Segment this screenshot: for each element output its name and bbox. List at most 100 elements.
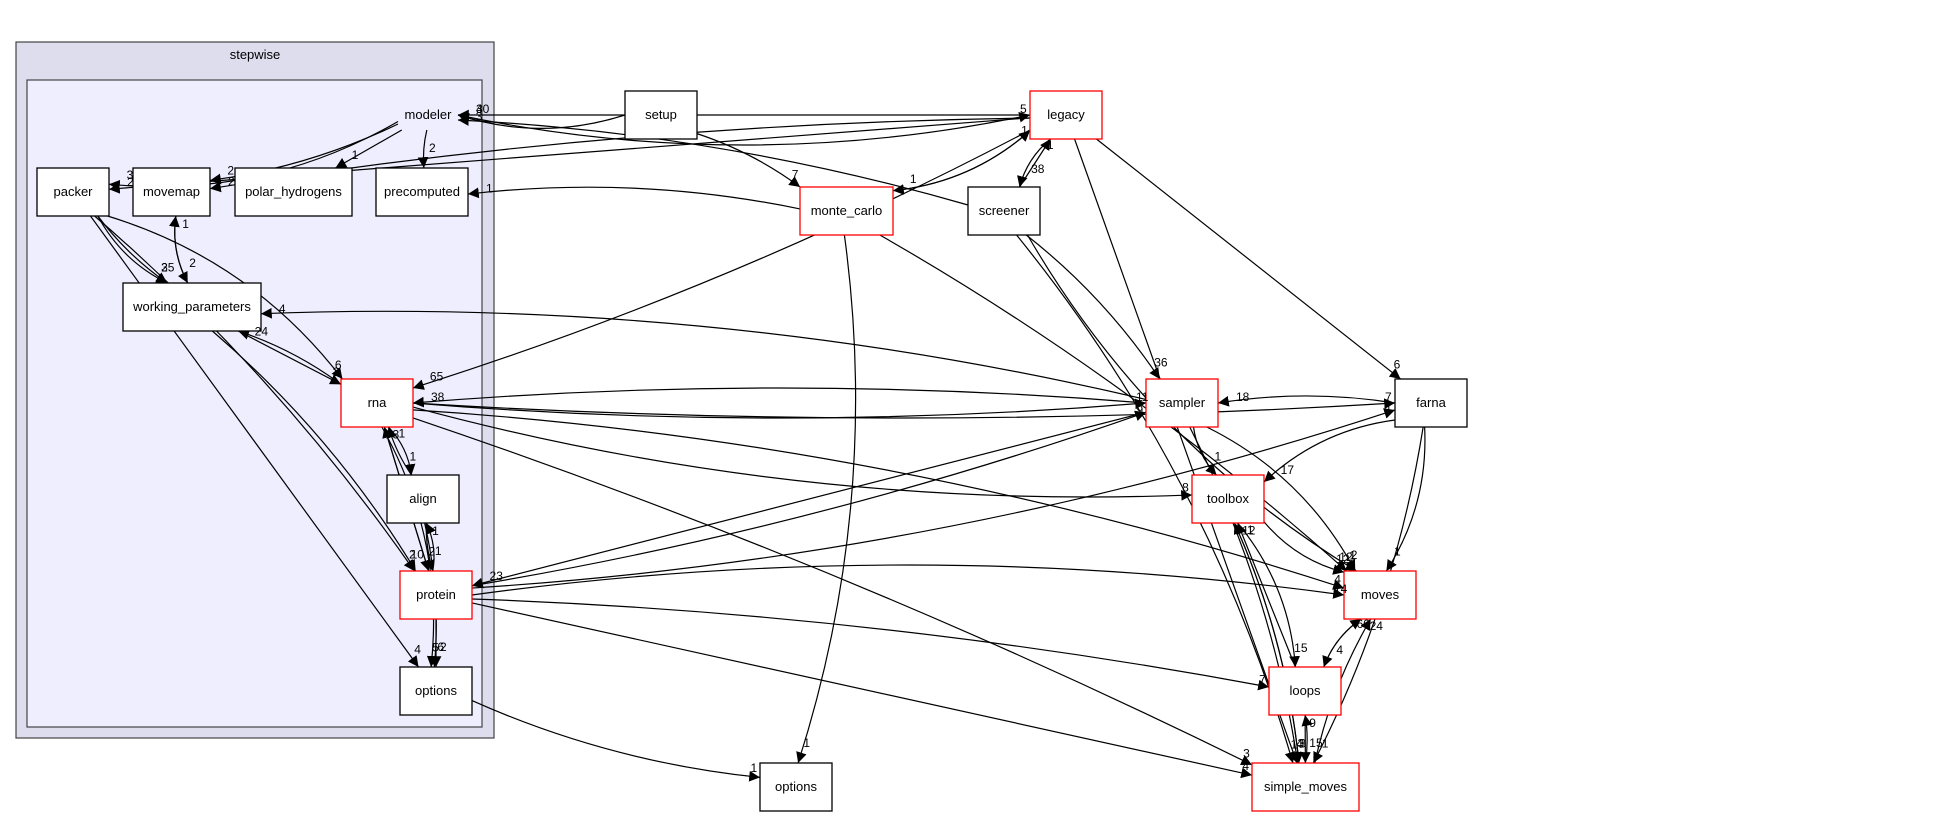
edge-label: 4 — [1336, 643, 1343, 657]
edge-protein-to-sampler[interactable] — [471, 410, 1147, 587]
node-options-inner[interactable]: options — [399, 666, 473, 716]
node-sampler[interactable]: sampler — [1145, 378, 1219, 428]
edge-simple_moves-to-loops[interactable] — [1301, 714, 1313, 764]
edge-label: 24 — [255, 324, 269, 338]
edge-label: 6 — [437, 640, 444, 654]
edge-label: 24 — [1370, 619, 1384, 633]
node-packer[interactable]: packer — [36, 167, 110, 217]
edge-packer-to-working_parameters[interactable] — [97, 215, 168, 284]
edge-monte_carlo-to-options_outer[interactable] — [796, 234, 857, 764]
edge-protein-to-moves[interactable] — [471, 564, 1345, 599]
edge-packer-to-options_inner[interactable] — [89, 215, 420, 668]
edge-sampler-to-working_parameters[interactable] — [260, 307, 1147, 401]
edge-rna-to-sampler[interactable] — [412, 398, 1147, 419]
edge-label: 3 — [476, 109, 483, 123]
edge-rna-to-simple_moves[interactable] — [412, 417, 1253, 766]
edge-label: 38 — [431, 390, 445, 404]
edge-screener-to-legacy[interactable] — [1018, 138, 1052, 188]
edge-rna-to-options_inner[interactable] — [381, 426, 438, 668]
edge-working_parameters-to-protein[interactable] — [211, 330, 417, 572]
node-box — [399, 666, 473, 716]
node-screener[interactable]: screener — [967, 186, 1041, 236]
edge-toolbox-to-moves[interactable] — [1263, 521, 1345, 575]
edge-farna-to-sampler[interactable] — [1217, 395, 1396, 407]
edge-label: 1 — [1322, 737, 1329, 751]
edge-toolbox-to-loops[interactable] — [1237, 522, 1300, 668]
node-label: movemap — [143, 184, 200, 199]
node-label: moves — [1361, 587, 1400, 602]
edge-protein-to-loops[interactable] — [471, 598, 1270, 691]
node-polar-hydrogens[interactable]: polar_hydrogens — [234, 167, 353, 217]
edge-sampler-to-simple_moves[interactable] — [1189, 426, 1302, 764]
edge-monte_carlo-to-legacy[interactable] — [892, 130, 1031, 192]
edge-monte_carlo-to-precomputed[interactable] — [467, 186, 801, 210]
edge-rna-to-working_parameters[interactable] — [238, 329, 342, 385]
edge-options_inner-to-options_outer[interactable] — [471, 700, 761, 782]
node-movemap[interactable]: movemap — [132, 167, 211, 217]
edge-simple_moves-to-toolbox[interactable] — [1233, 522, 1300, 764]
node-box — [234, 167, 353, 217]
edge-label: 3 — [1299, 736, 1306, 750]
edge-legacy-to-farna[interactable] — [1096, 138, 1401, 380]
edge-label: 2 — [333, 365, 340, 379]
edge-label: 10 — [411, 547, 425, 561]
node-working-parameters[interactable]: working_parameters — [122, 282, 262, 332]
node-label: working_parameters — [132, 299, 251, 314]
edge-modeler-to-movemap[interactable] — [209, 123, 399, 185]
edge-legacy-to-rna[interactable] — [412, 129, 1031, 390]
node-simple-moves[interactable]: simple_moves — [1251, 762, 1360, 812]
edge-sampler-to-protein[interactable] — [471, 411, 1147, 589]
node-align[interactable]: align — [386, 474, 460, 524]
edge-label: 1 — [399, 427, 406, 441]
edge-label: 1 — [1290, 738, 1297, 752]
edge-label: 2 — [1351, 548, 1358, 562]
node-moves[interactable]: moves — [1343, 570, 1417, 620]
edge-screener-to-modeler[interactable] — [457, 115, 969, 206]
edge-label: 35 — [161, 260, 175, 274]
edge-label: 5 — [1020, 102, 1027, 116]
node-protein[interactable]: protein — [399, 570, 473, 620]
edge-setup-to-monte_carlo[interactable] — [696, 133, 801, 188]
edge-rna-to-toolbox[interactable] — [412, 406, 1193, 501]
node-legacy[interactable]: legacy — [1029, 90, 1103, 140]
node-options-outer[interactable]: options — [759, 762, 833, 812]
node-rna[interactable]: rna — [340, 378, 414, 428]
edge-loops-to-moves[interactable] — [1323, 618, 1362, 668]
edge-sampler-to-rna[interactable] — [412, 387, 1147, 408]
edge-screener-to-sampler[interactable] — [1025, 234, 1161, 380]
node-loops[interactable]: loops — [1268, 666, 1342, 716]
node-precomputed[interactable]: precomputed — [375, 167, 469, 217]
edge-modeler-to-polar_hydrogens[interactable] — [335, 129, 403, 169]
edge-toolbox-to-simple_moves[interactable] — [1233, 522, 1304, 764]
edge-sampler-to-toolbox[interactable] — [1192, 426, 1217, 476]
edge-modeler-to-legacy[interactable] — [457, 111, 1031, 146]
edge-loops-to-toolbox[interactable] — [1236, 522, 1296, 668]
edge-label: 11 — [1136, 390, 1149, 404]
node-farna[interactable]: farna — [1394, 378, 1468, 428]
edge-rna-to-farna[interactable] — [412, 398, 1396, 419]
edge-protein-to-farna[interactable] — [471, 408, 1396, 589]
edge-packer-to-rna[interactable] — [107, 215, 343, 380]
node-label: loops — [1289, 683, 1321, 698]
edge-label: 3 — [392, 427, 399, 441]
node-toolbox[interactable]: toolbox — [1191, 474, 1265, 524]
edge-legacy-to-simple_moves[interactable] — [1073, 138, 1299, 764]
edge-working_parameters-to-movemap[interactable] — [168, 215, 189, 284]
edge-label: 1 — [486, 182, 493, 196]
edge-protein-to-simple_moves[interactable] — [471, 602, 1253, 779]
edge-sampler-to-moves[interactable] — [1206, 426, 1356, 572]
edge-protein-to-align[interactable] — [425, 522, 436, 572]
edge-screener-to-simple_moves[interactable] — [1016, 234, 1296, 764]
edge-farna-to-toolbox[interactable] — [1263, 419, 1396, 483]
node-box — [375, 167, 469, 217]
node-label: toolbox — [1207, 491, 1249, 506]
node-label: legacy — [1047, 107, 1085, 122]
node-setup[interactable]: setup — [624, 90, 698, 140]
node-box — [624, 90, 698, 140]
node-label: packer — [53, 184, 93, 199]
edge-label: 1 — [1394, 544, 1401, 558]
edge-monte_carlo-to-moves[interactable] — [879, 234, 1348, 572]
node-monte-carlo[interactable]: monte_carlo — [799, 186, 894, 236]
edge-packer-to-protein[interactable] — [94, 215, 415, 572]
